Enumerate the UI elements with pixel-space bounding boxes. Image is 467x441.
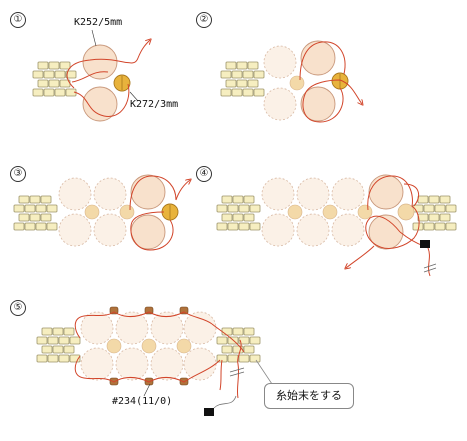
thread-path: [299, 41, 346, 81]
thread-path: [71, 71, 109, 83]
big-bead: [368, 214, 404, 250]
thread-path: [66, 40, 150, 89]
finish-thread-callout: 糸始末をする: [264, 383, 354, 409]
step-5-group: [36, 306, 273, 416]
needle: [204, 408, 214, 416]
brick-block: [13, 195, 58, 231]
thread-path: [130, 211, 174, 251]
big-bead: [300, 86, 336, 122]
step-number-1: ①: [10, 12, 26, 28]
thread-path: [73, 83, 130, 117]
big-bead-label: K252/5mm: [74, 17, 123, 28]
brick-block: [216, 195, 261, 231]
big-bead: [82, 86, 118, 122]
brick-block: [216, 327, 261, 363]
copper-seed-beads: [109, 306, 189, 386]
step-number-2: ②: [196, 12, 212, 28]
brick-block: [220, 61, 265, 97]
step-4-group: [216, 174, 457, 277]
thread-path: [302, 79, 362, 123]
step-1-group: [32, 29, 150, 122]
needle: [420, 240, 430, 248]
thread-path: [365, 175, 420, 249]
thread-path: [74, 355, 221, 383]
thread-path: [346, 245, 375, 268]
big-bead: [82, 44, 118, 80]
thread-path: [129, 175, 190, 211]
brick-block: [36, 327, 81, 363]
step-number-4: ④: [196, 166, 212, 182]
thread-path: [236, 339, 242, 399]
seed-bead-label: #234(11/0): [112, 396, 173, 407]
step-number-5: ⑤: [10, 300, 26, 316]
step-2-group: [220, 40, 362, 123]
brick-block: [32, 61, 77, 97]
step-3-group: [13, 174, 190, 251]
step-number-3: ③: [10, 166, 26, 182]
small-bead-label: K272/3mm: [130, 99, 179, 110]
big-bead: [368, 174, 404, 210]
thread-path: [74, 311, 213, 339]
big-bead: [300, 40, 336, 76]
big-bead: [130, 174, 166, 210]
brick-block: [412, 195, 457, 231]
